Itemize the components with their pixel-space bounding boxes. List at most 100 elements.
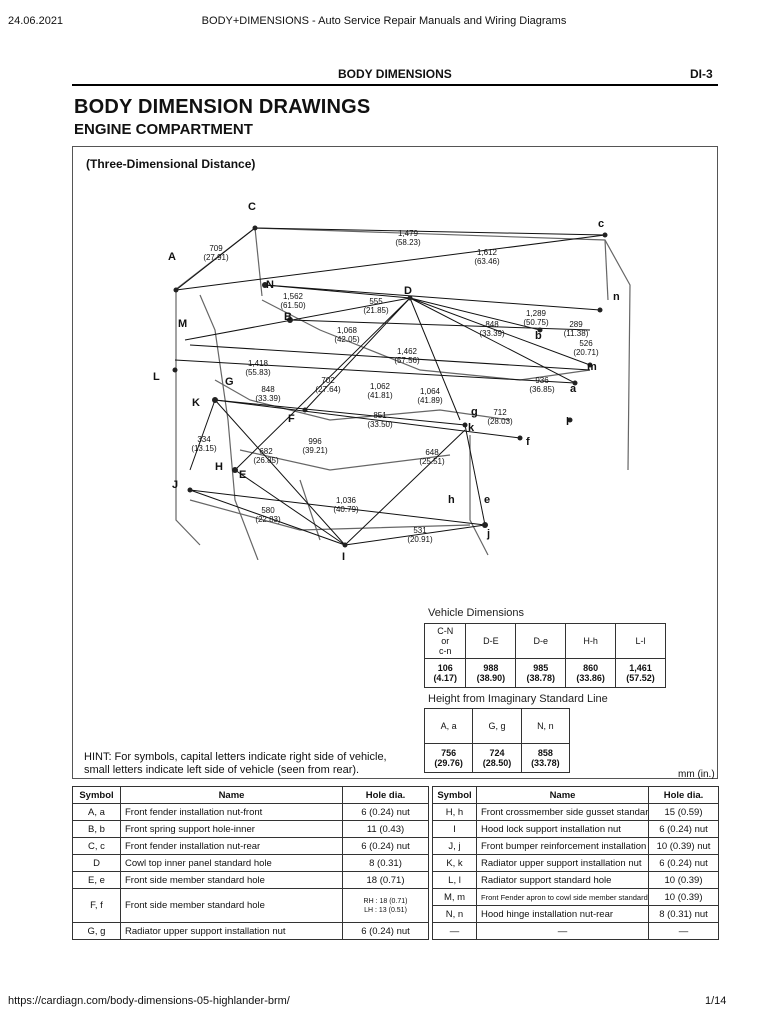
point-label-N: N [266,279,274,291]
measurement-mm-label: 334 [197,435,211,444]
height-table: A, a G, g N, n 756(29.76) 724(28.50) 858… [423,708,571,773]
point-label-n: n [613,291,620,303]
measurement-inch-label: (13.15) [191,444,217,453]
point-label-D: D [404,285,412,297]
symbol-cell: A, a [72,803,121,821]
main-title: BODY DIMENSION DRAWINGS [74,96,371,118]
vd-value-cell: 860(33.86) [565,658,617,688]
table-row: D Cowl top inner panel standard hole 8 (… [72,854,719,872]
symbol-cell: K, k [432,854,477,872]
sub-title: ENGINE COMPARTMENT [74,121,253,138]
symbol-cell: G, g [72,922,121,940]
ht-value-cell: 724(28.50) [472,743,522,773]
measurement-inch-label: (21.85) [363,306,389,315]
point-label-B: B [284,311,292,323]
measurement-mm-label: 526 [579,339,593,348]
point-label-M: M [178,318,187,330]
name-cell: Cowl top inner panel standard hole [120,854,343,872]
point-label-G: G [225,376,234,388]
print-url: https://cardiagn.com/body-dimensions-05-… [8,995,290,1007]
measurement-mm-label: 1,612 [477,248,498,257]
name-cell: Front side member standard hole [120,888,343,923]
ht-header-cell: A, a [423,708,474,744]
measurement-mm-label: 1,068 [337,326,358,335]
measurement-inch-label: (33.50) [367,420,393,429]
symbol-cell: I [432,820,477,838]
measurement-mm-label: 709 [209,244,223,253]
point-label-A: A [168,251,176,263]
hole-cell: 10 (0.39) [648,888,719,906]
measurement-mm-label: 936 [535,376,549,385]
symbol-cell: N, n [432,905,477,923]
symbol-cell: L, l [432,871,477,889]
name-cell: — [476,922,649,940]
point-label-h: h [448,494,455,506]
measurement-mm-label: 555 [369,297,383,306]
hint-line-1: HINT: For symbols, capital letters indic… [84,751,387,763]
measurement-mm-label: 851 [373,411,387,420]
vd-value-cell: 988(38.90) [465,658,517,688]
point-label-K: K [192,397,200,409]
hole-cell: RH : 18 (0.71) LH : 13 (0.51) [342,888,429,923]
section-title: BODY DIMENSIONS [338,67,452,81]
measurement-mm-label: 1,562 [283,292,304,301]
measurement-mm-label: 702 [321,376,335,385]
vd-value-cell: 985(38.78) [515,658,567,688]
measurement-mm-label: 1,462 [397,347,418,356]
measurement-mm-label: 682 [259,447,273,456]
point-label-a: a [570,383,577,395]
symbol-cell: B, b [72,820,121,838]
point-label-g: g [471,406,478,418]
hole-cell: 6 (0.24) nut [342,803,429,821]
page-number: DI-3 [690,67,713,81]
name-cell: Front bumper reinforcement installation … [476,837,649,855]
measurement-inch-label: (36.85) [529,385,555,394]
point-label-F: F [288,413,295,425]
point-label-k: k [468,422,475,434]
vd-value-cell: 1,461(57.52) [615,658,666,688]
measurement-mm-label: 996 [308,437,322,446]
print-date: 24.06.2021 [8,15,64,27]
vehicle-dimensions-title: Vehicle Dimensions [428,607,524,619]
name-cell: Front side member standard hole [120,871,343,889]
symbol-cell: E, e [72,871,121,889]
point-label-j: j [486,528,490,540]
hole-cell: — [648,922,719,940]
point-label-C: C [248,201,256,213]
measurement-labels: 709(27.91)1,479(58.23)1,612(63.46)1,562(… [191,229,599,544]
col-header-hole: Hole dia. [342,786,429,804]
col-header-name: Name [476,786,649,804]
vd-header-cell: L-l [615,623,666,659]
hole-cell: 6 (0.24) nut [648,854,719,872]
measurement-mm-label: 1,479 [398,229,419,238]
point-label-f: f [526,436,530,448]
table-row: E, e Front side member standard hole 18 … [72,871,719,889]
name-cell: Radiator upper support installation nut [120,922,343,940]
name-cell: Front crossmember side gusset standard h… [476,803,649,821]
measurement-mm-label: 289 [569,320,583,329]
ht-value-cell: 858(33.78) [520,743,571,773]
name-cell: Front fender installation nut-rear [120,837,343,855]
name-cell: Front spring support hole-inner [120,820,343,838]
point-label-e: e [484,494,490,506]
figure-frame [72,146,718,779]
point-label-l: l [566,416,569,428]
measurement-inch-label: (42.05) [334,335,360,344]
table-row: G, g Radiator upper support installation… [72,922,719,940]
hole-cell: 10 (0.39) nut [648,837,719,855]
col-header-name: Name [120,786,343,804]
ht-header-cell: G, g [472,708,522,744]
body-outline [174,227,631,560]
table-row: N, n Hood hinge installation nut-rear 8 … [73,905,719,923]
col-header-hole: Hole dia. [648,786,719,804]
measurement-inch-label: (63.46) [474,257,500,266]
measurement-inch-label: (57.56) [394,356,420,365]
symbols-table: Symbol Name Hole dia. Symbol Name Hole d… [72,786,719,940]
hole-cell: 15 (0.59) [648,803,719,821]
vd-value-cell: 106(4.17) [423,658,467,688]
ht-header-cell: N, n [520,708,571,744]
hole-lh: LH : 13 (0.51) [364,906,407,914]
table-row: B, b Front spring support hole-inner 11 … [72,820,719,838]
